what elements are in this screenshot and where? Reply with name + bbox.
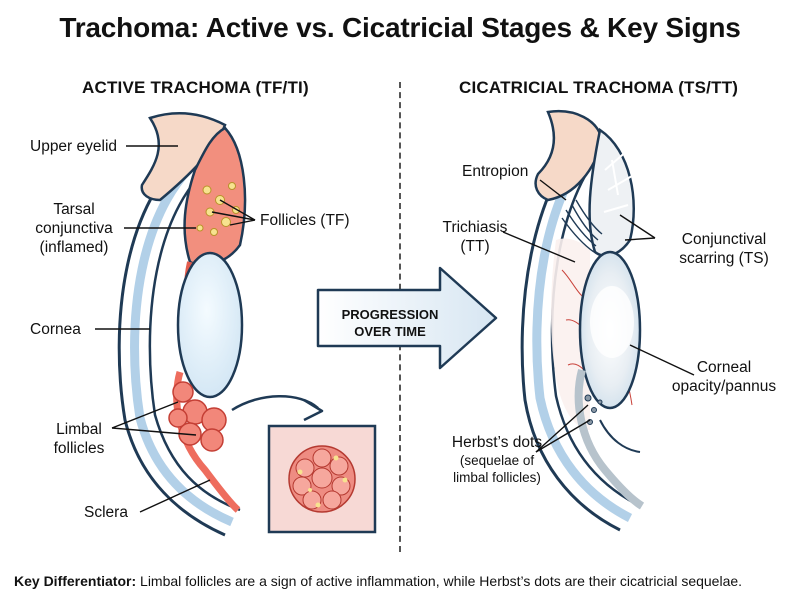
label-trichiasis-line2: (TT) — [460, 238, 490, 255]
footer-text: Limbal follicles are a sign of active in… — [136, 573, 743, 589]
label-limbal-line2: follicles — [53, 440, 105, 457]
cicatricial-eye-drawing — [520, 109, 645, 532]
label-herbst-line3: limbal follicles) — [453, 470, 541, 485]
label-scarring-line1: Conjunctival — [681, 231, 767, 248]
label-scarring-line2: scarring (TS) — [679, 250, 769, 267]
active-trachoma-heading: ACTIVE TRACHOMA (TF/TI) — [82, 78, 309, 97]
cicatricial-trachoma-heading: CICATRICIAL TRACHOMA (TS/TT) — [459, 78, 739, 97]
page-title: Trachoma: Active vs. Cicatricial Stages … — [59, 12, 741, 43]
magnify-arrow — [231, 395, 319, 412]
label-tarsal-conjunctiva: Tarsal conjunctiva (inflamed) — [24, 200, 124, 257]
label-follicles: Follicles (TF) — [260, 212, 350, 229]
label-herbst-line1: Herbst’s dots — [451, 434, 543, 451]
progression-line2: OVER TIME — [354, 324, 426, 339]
label-tarsal-line3: (inflamed) — [39, 239, 109, 256]
label-opacity-line2: opacity/pannus — [671, 378, 777, 395]
key-differentiator-footer: Key Differentiator: Limbal follicles are… — [14, 573, 794, 589]
label-sclera: Sclera — [84, 504, 128, 521]
label-herbsts-dots: Herbst’s dots (sequelae of limbal follic… — [438, 433, 556, 486]
active-eye-drawing — [117, 112, 247, 537]
progression-line1: PROGRESSION — [341, 307, 439, 322]
limbal-follicles-cluster — [168, 381, 227, 452]
label-upper-eyelid: Upper eyelid — [30, 138, 118, 155]
label-entropion: Entropion — [462, 163, 529, 180]
label-cornea-left: Cornea — [30, 321, 81, 338]
footer-key-label: Key Differentiator: — [14, 573, 137, 589]
label-herbst-line2: (sequelae of — [459, 453, 535, 468]
progression-label: PROGRESSION OVER TIME — [326, 306, 454, 340]
label-limbal-line1: Limbal — [56, 421, 102, 438]
label-tarsal-line2: conjunctiva — [35, 220, 113, 237]
label-conjunctival-scarring: Conjunctival scarring (TS) — [662, 230, 786, 268]
label-opacity-line1: Corneal — [696, 359, 752, 376]
label-tarsal-line1: Tarsal — [53, 201, 95, 218]
label-corneal-opacity: Corneal opacity/pannus — [662, 358, 786, 396]
follicle-inset — [267, 424, 377, 534]
trichiasis-lashes — [561, 199, 603, 253]
left-leader-lines — [95, 145, 256, 513]
follicles-dots — [196, 182, 240, 236]
label-limbal-follicles: Limbal follicles — [44, 420, 114, 458]
right-leader-lines — [502, 179, 695, 453]
label-trichiasis-line1: Trichiasis — [442, 219, 508, 236]
progression-arrow — [316, 266, 498, 370]
label-trichiasis: Trichiasis (TT) — [437, 218, 513, 256]
